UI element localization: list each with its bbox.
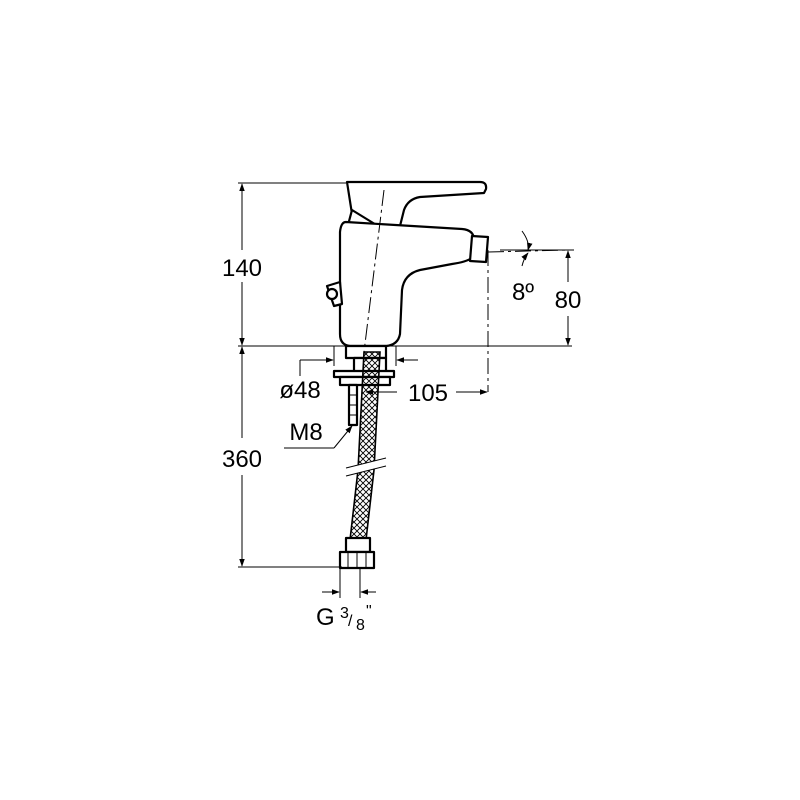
- svg-text:3: 3: [340, 605, 349, 622]
- braided-hose: [338, 351, 387, 570]
- body-axis-line: [363, 189, 385, 353]
- svg-text:/: /: [348, 613, 353, 630]
- dim-height-lower: 360: [222, 446, 262, 473]
- spout-outlet: [468, 234, 490, 264]
- hose-ferrule: [344, 536, 372, 554]
- popup-rod-knob: [325, 280, 344, 308]
- svg-text:": ": [366, 603, 372, 620]
- dim-spout-reach: 105: [408, 380, 448, 407]
- dim-connection-thread: G 3 / 8 ": [316, 603, 372, 634]
- dim-height-upper: 140: [222, 255, 262, 282]
- lever-handle: [345, 180, 488, 230]
- svg-text:8: 8: [356, 617, 365, 634]
- dim-rod-thread: M8: [289, 419, 322, 446]
- dim-outlet-height: 80: [555, 287, 582, 314]
- body-shell: [338, 220, 476, 348]
- dim-base-diameter: ø48: [279, 377, 320, 404]
- dim-angle: 8º: [512, 279, 534, 306]
- svg-text:G: G: [316, 604, 335, 631]
- dimension-lines: [238, 182, 574, 598]
